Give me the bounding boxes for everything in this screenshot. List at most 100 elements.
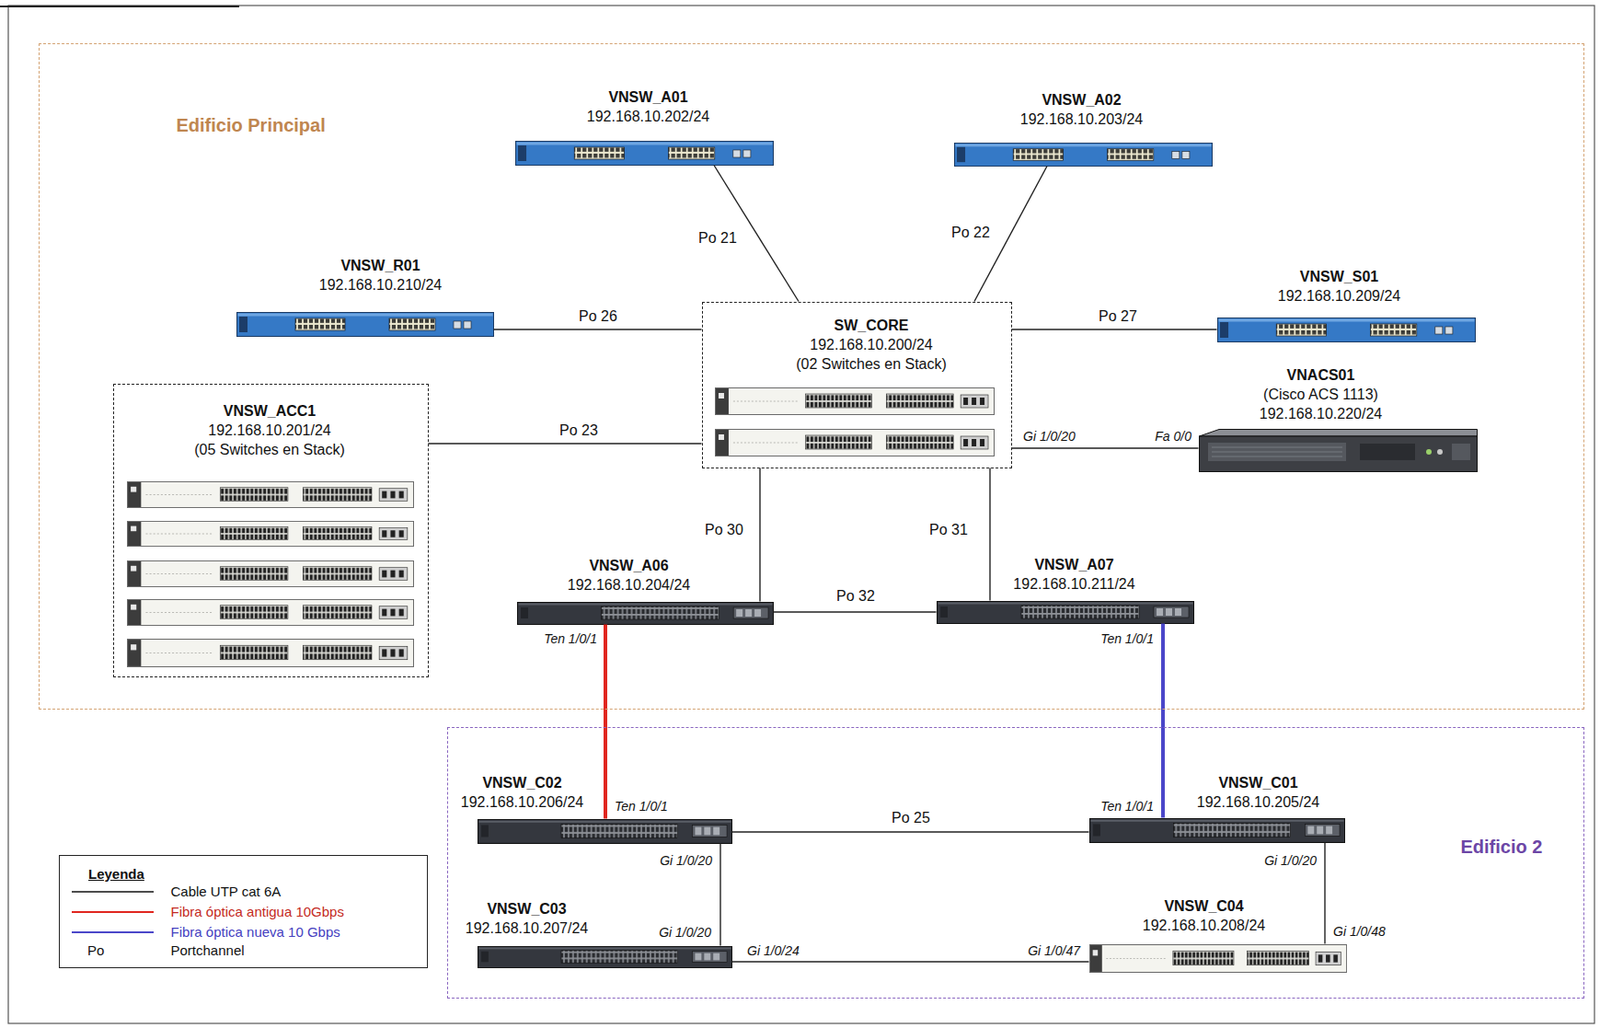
- switch-illustration: [1089, 944, 1347, 973]
- node-label-group: VNSW_A07192.168.10.211/24: [1012, 554, 1135, 594]
- legend-heading: Leyenda: [86, 865, 147, 883]
- device-name: SW_CORE: [795, 315, 947, 335]
- device-detail: 192.168.10.211/24: [1012, 574, 1135, 594]
- node-label-group: Edificio Principal: [176, 114, 326, 137]
- page-frame: [8, 5, 1595, 1024]
- device-detail: 192.168.10.207/24: [465, 918, 588, 938]
- switch-illustration: [127, 481, 415, 507]
- utp-link: [732, 960, 1090, 962]
- utp-link: [773, 610, 937, 612]
- device-detail: 192.168.10.209/24: [1277, 286, 1401, 306]
- device-detail: 192.168.10.203/24: [1020, 109, 1143, 129]
- network-device: VNSW_A06192.168.10.204/24: [517, 601, 774, 625]
- node-label-group: VNSW_C01192.168.10.205/24: [1197, 772, 1320, 812]
- device-name: VNSW_C04: [1142, 896, 1266, 916]
- device-detail: 192.168.10.204/24: [567, 575, 691, 595]
- portchannel-label: Po 23: [557, 422, 600, 439]
- portchannel-label: Po 21: [696, 230, 739, 247]
- device-name: VNSW_A01: [587, 87, 710, 107]
- switch-illustration: [517, 602, 773, 625]
- port-name: Gi 1/0/20: [657, 852, 714, 868]
- network-device: VNSW_C04192.168.10.208/24: [1089, 943, 1347, 973]
- legend-text: Fibra óptica nueva 10 Gbps: [171, 922, 341, 942]
- network-device: VNSW_A01192.168.10.202/24: [515, 140, 774, 166]
- node-label-group: Edificio 2: [1461, 835, 1543, 858]
- device-detail: (05 Switches en Stack): [194, 439, 346, 460]
- node-label-group: VNSW_C03192.168.10.207/24: [465, 898, 588, 938]
- network-device: VNSW_S01192.168.10.209/24: [1217, 317, 1476, 343]
- zone-title: Edificio Principal: [176, 114, 326, 137]
- legend-line-sample: [71, 910, 154, 913]
- device-name: VNSW_C02: [460, 772, 584, 793]
- utp-link: [732, 830, 1090, 832]
- switch-illustration: [127, 598, 415, 625]
- node-label-group: VNSW_ACC1192.168.10.201/24(05 Switches e…: [194, 401, 346, 460]
- network-device: VNSW_C01192.168.10.205/24: [1089, 817, 1346, 843]
- network-device: VNSW_C02192.168.10.206/24: [477, 818, 733, 844]
- port-name: Ten 1/0/1: [541, 631, 599, 646]
- device-detail: 192.168.10.210/24: [319, 275, 442, 295]
- network-device: VNSW_A07192.168.10.211/24: [936, 600, 1195, 624]
- device-detail: 192.168.10.200/24: [795, 334, 947, 355]
- switch-stack-box: SW_CORE192.168.10.200/24(02 Switches en …: [702, 301, 1013, 469]
- building-zone: Edificio 2VNSW_C02192.168.10.206/24VNSW_…: [447, 726, 1585, 999]
- portchannel-label: Po 27: [1096, 308, 1140, 325]
- device-name: VNACS01: [1259, 365, 1382, 385]
- node-label-group: VNSW_A01192.168.10.202/24: [587, 87, 710, 127]
- port-name: Ten 1/0/1: [1098, 631, 1156, 646]
- device-detail: 192.168.10.220/24: [1259, 403, 1382, 424]
- building-zone: Edificio PrincipalVNSW_A01192.168.10.202…: [38, 43, 1585, 710]
- utp-link: [759, 468, 760, 602]
- switch-illustration: [1089, 818, 1345, 843]
- legend-sample: [69, 882, 156, 901]
- port-name: Gi 1/0/20: [656, 924, 714, 940]
- server-illustration: [1199, 429, 1478, 472]
- portchannel-label: Po 25: [889, 809, 933, 827]
- device-detail: 192.168.10.205/24: [1197, 792, 1320, 812]
- network-device: VNSW_R01192.168.10.210/24: [236, 311, 495, 337]
- device-detail: (02 Switches en Stack): [795, 354, 947, 374]
- legend-sample: [69, 902, 156, 921]
- legend-row: Portchannel: [59, 941, 427, 960]
- utp-link: [1012, 328, 1218, 330]
- device-detail: 192.168.10.202/24: [587, 106, 710, 127]
- portchannel-label: Po 22: [949, 224, 992, 242]
- utp-link: [1012, 447, 1199, 449]
- utp-link: [989, 468, 990, 601]
- utp-link: [1323, 842, 1325, 944]
- node-label-group: SW_CORE192.168.10.200/24(02 Switches en …: [795, 315, 947, 374]
- switch-illustration: [127, 639, 415, 668]
- network-device: VNSW_C03192.168.10.207/24: [477, 945, 733, 968]
- switch-illustration: [714, 388, 994, 415]
- node-label-group: VNSW_C04192.168.10.208/24: [1142, 896, 1266, 935]
- switch-illustration: [477, 819, 732, 844]
- utp-link: [428, 442, 703, 444]
- device-name: VNSW_A02: [1020, 90, 1143, 110]
- legend-line-sample: [71, 890, 154, 893]
- portchannel-label: Po 30: [702, 521, 746, 539]
- switch-illustration: [516, 141, 774, 166]
- switch-stack-box: VNSW_ACC1192.168.10.201/24(05 Switches e…: [113, 383, 429, 678]
- utp-link: [719, 843, 721, 946]
- switch-illustration: [127, 560, 415, 587]
- device-detail: 192.168.10.208/24: [1142, 915, 1266, 935]
- switch-illustration: [237, 312, 495, 337]
- node-label-group: VNSW_A02192.168.10.203/24: [1020, 90, 1143, 129]
- switch-illustration: [127, 520, 415, 546]
- node-label-group: VNSW_C02192.168.10.206/24: [460, 772, 584, 812]
- legend-text: Cable UTP cat 6A: [171, 882, 282, 901]
- legend-row: Fibra óptica antigua 10Gbps: [59, 902, 427, 921]
- device-name: VNSW_S01: [1277, 266, 1401, 287]
- port-name: Gi 1/0/47: [1025, 943, 1083, 958]
- switch-illustration: [937, 601, 1195, 624]
- switch-illustration: [477, 945, 732, 967]
- switch-illustration: [955, 142, 1213, 166]
- device-name: VNSW_A06: [567, 555, 691, 576]
- legend-row: Fibra óptica nueva 10 Gbps: [59, 922, 427, 942]
- fiber-link: [1161, 623, 1165, 818]
- device-name: VNSW_ACC1: [194, 401, 346, 421]
- legend-sample-text: Po: [85, 942, 106, 959]
- network-device: VNACS01(Cisco ACS 1113)192.168.10.220/24: [1198, 428, 1478, 472]
